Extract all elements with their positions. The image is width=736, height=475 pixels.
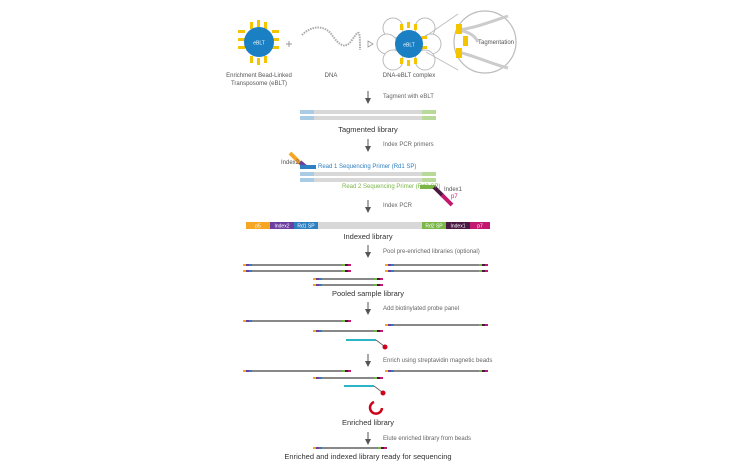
read1-primer-label: Read 1 Sequencing Primer (Rd1 SP) <box>318 164 416 170</box>
index1-primer-label: Index1 <box>444 187 463 193</box>
segment-rd2sp-label: Rd2 SP <box>425 224 443 230</box>
stage-pooled-label: Pooled sample library <box>332 289 404 298</box>
library-fragment <box>243 264 351 266</box>
segment-rd2sp <box>422 222 446 229</box>
library-fragments <box>243 264 488 449</box>
segment-p5-label: p5 <box>255 224 261 230</box>
library-fragment <box>243 270 351 272</box>
library-fragment <box>243 370 351 372</box>
segment-index2 <box>270 222 294 229</box>
stage-indexed-label: Indexed library <box>343 232 392 241</box>
library-fragment <box>313 284 383 286</box>
library-fragment <box>385 370 488 372</box>
step-index-primers-label: Index PCR primers <box>383 142 434 148</box>
stage-final-label: Enriched and indexed library ready for s… <box>284 452 451 461</box>
step-elute-label: Elute enriched library from beads <box>383 436 471 442</box>
step-pool-label: Pool pre-enriched libraries (optional) <box>383 249 480 255</box>
dna-eblt-complex-icon: eBLT <box>376 17 442 71</box>
segment-p7 <box>470 222 490 229</box>
segment-p5 <box>246 222 270 229</box>
index-primer-diagram <box>288 151 454 207</box>
library-fragment <box>385 324 488 326</box>
segment-p7-label: p7 <box>477 224 483 230</box>
p7-primer-label: p7 <box>451 194 458 200</box>
read2-primer-label: Read 2 Sequencing Primer (Rd2 SP) <box>342 184 440 190</box>
step-tagment-label: Tagment with eBLT <box>383 94 434 100</box>
tagmented-fragment <box>300 110 436 120</box>
library-fragment <box>385 264 488 266</box>
stage-enriched-label: Enriched library <box>342 418 394 427</box>
segment-index1 <box>446 222 470 229</box>
indexed-library-construct: p5 Index2 Rd1 SP Rd2 SP Index1 p7 <box>246 222 490 230</box>
library-fragment <box>313 377 383 379</box>
biotinylated-probe-2 <box>344 385 386 396</box>
library-fragment <box>313 330 383 332</box>
dna-label: DNA <box>325 73 338 79</box>
library-fragment <box>385 270 488 272</box>
step-index-pcr-label: Index PCR <box>383 203 413 209</box>
step-enrich-label: Enrich using streptavidin magnetic beads <box>383 358 492 364</box>
index2-primer-label: Index2 <box>281 160 300 166</box>
dna-strand-icon <box>301 26 361 51</box>
eblt-bead-icon: eBLT <box>238 20 279 65</box>
library-fragment <box>243 320 351 322</box>
biotinylated-probe-1 <box>346 339 388 350</box>
play-arrow-icon <box>367 40 374 48</box>
plus-icon <box>286 41 292 47</box>
segment-rd1sp <box>294 222 318 229</box>
complex-bead-text: eBLT <box>403 43 415 49</box>
complex-label: DNA-eBLT complex <box>383 73 435 79</box>
step-probe-label: Add biotinylated probe panel <box>383 306 459 312</box>
eblt-label-line2: Transposome (eBLT) <box>231 81 287 87</box>
segment-index1-label: Index1 <box>450 224 465 230</box>
library-fragment <box>313 278 383 280</box>
stage-tagmented-label: Tagmented library <box>338 125 398 134</box>
segment-insert <box>318 222 422 229</box>
library-fragment <box>313 447 387 449</box>
tagmentation-text: Tagmentation <box>478 40 514 46</box>
magnet-icon <box>368 400 384 415</box>
eblt-label-line1: Enrichment Bead-Linked <box>226 73 292 79</box>
biotin-icon <box>382 344 388 350</box>
segment-rd1sp-label: Rd1 SP <box>297 224 315 230</box>
tagmentation-zoom-icon: Tagmentation <box>453 10 517 74</box>
eblt-bead-text: eBLT <box>253 41 265 47</box>
segment-index2-label: Index2 <box>274 224 289 230</box>
